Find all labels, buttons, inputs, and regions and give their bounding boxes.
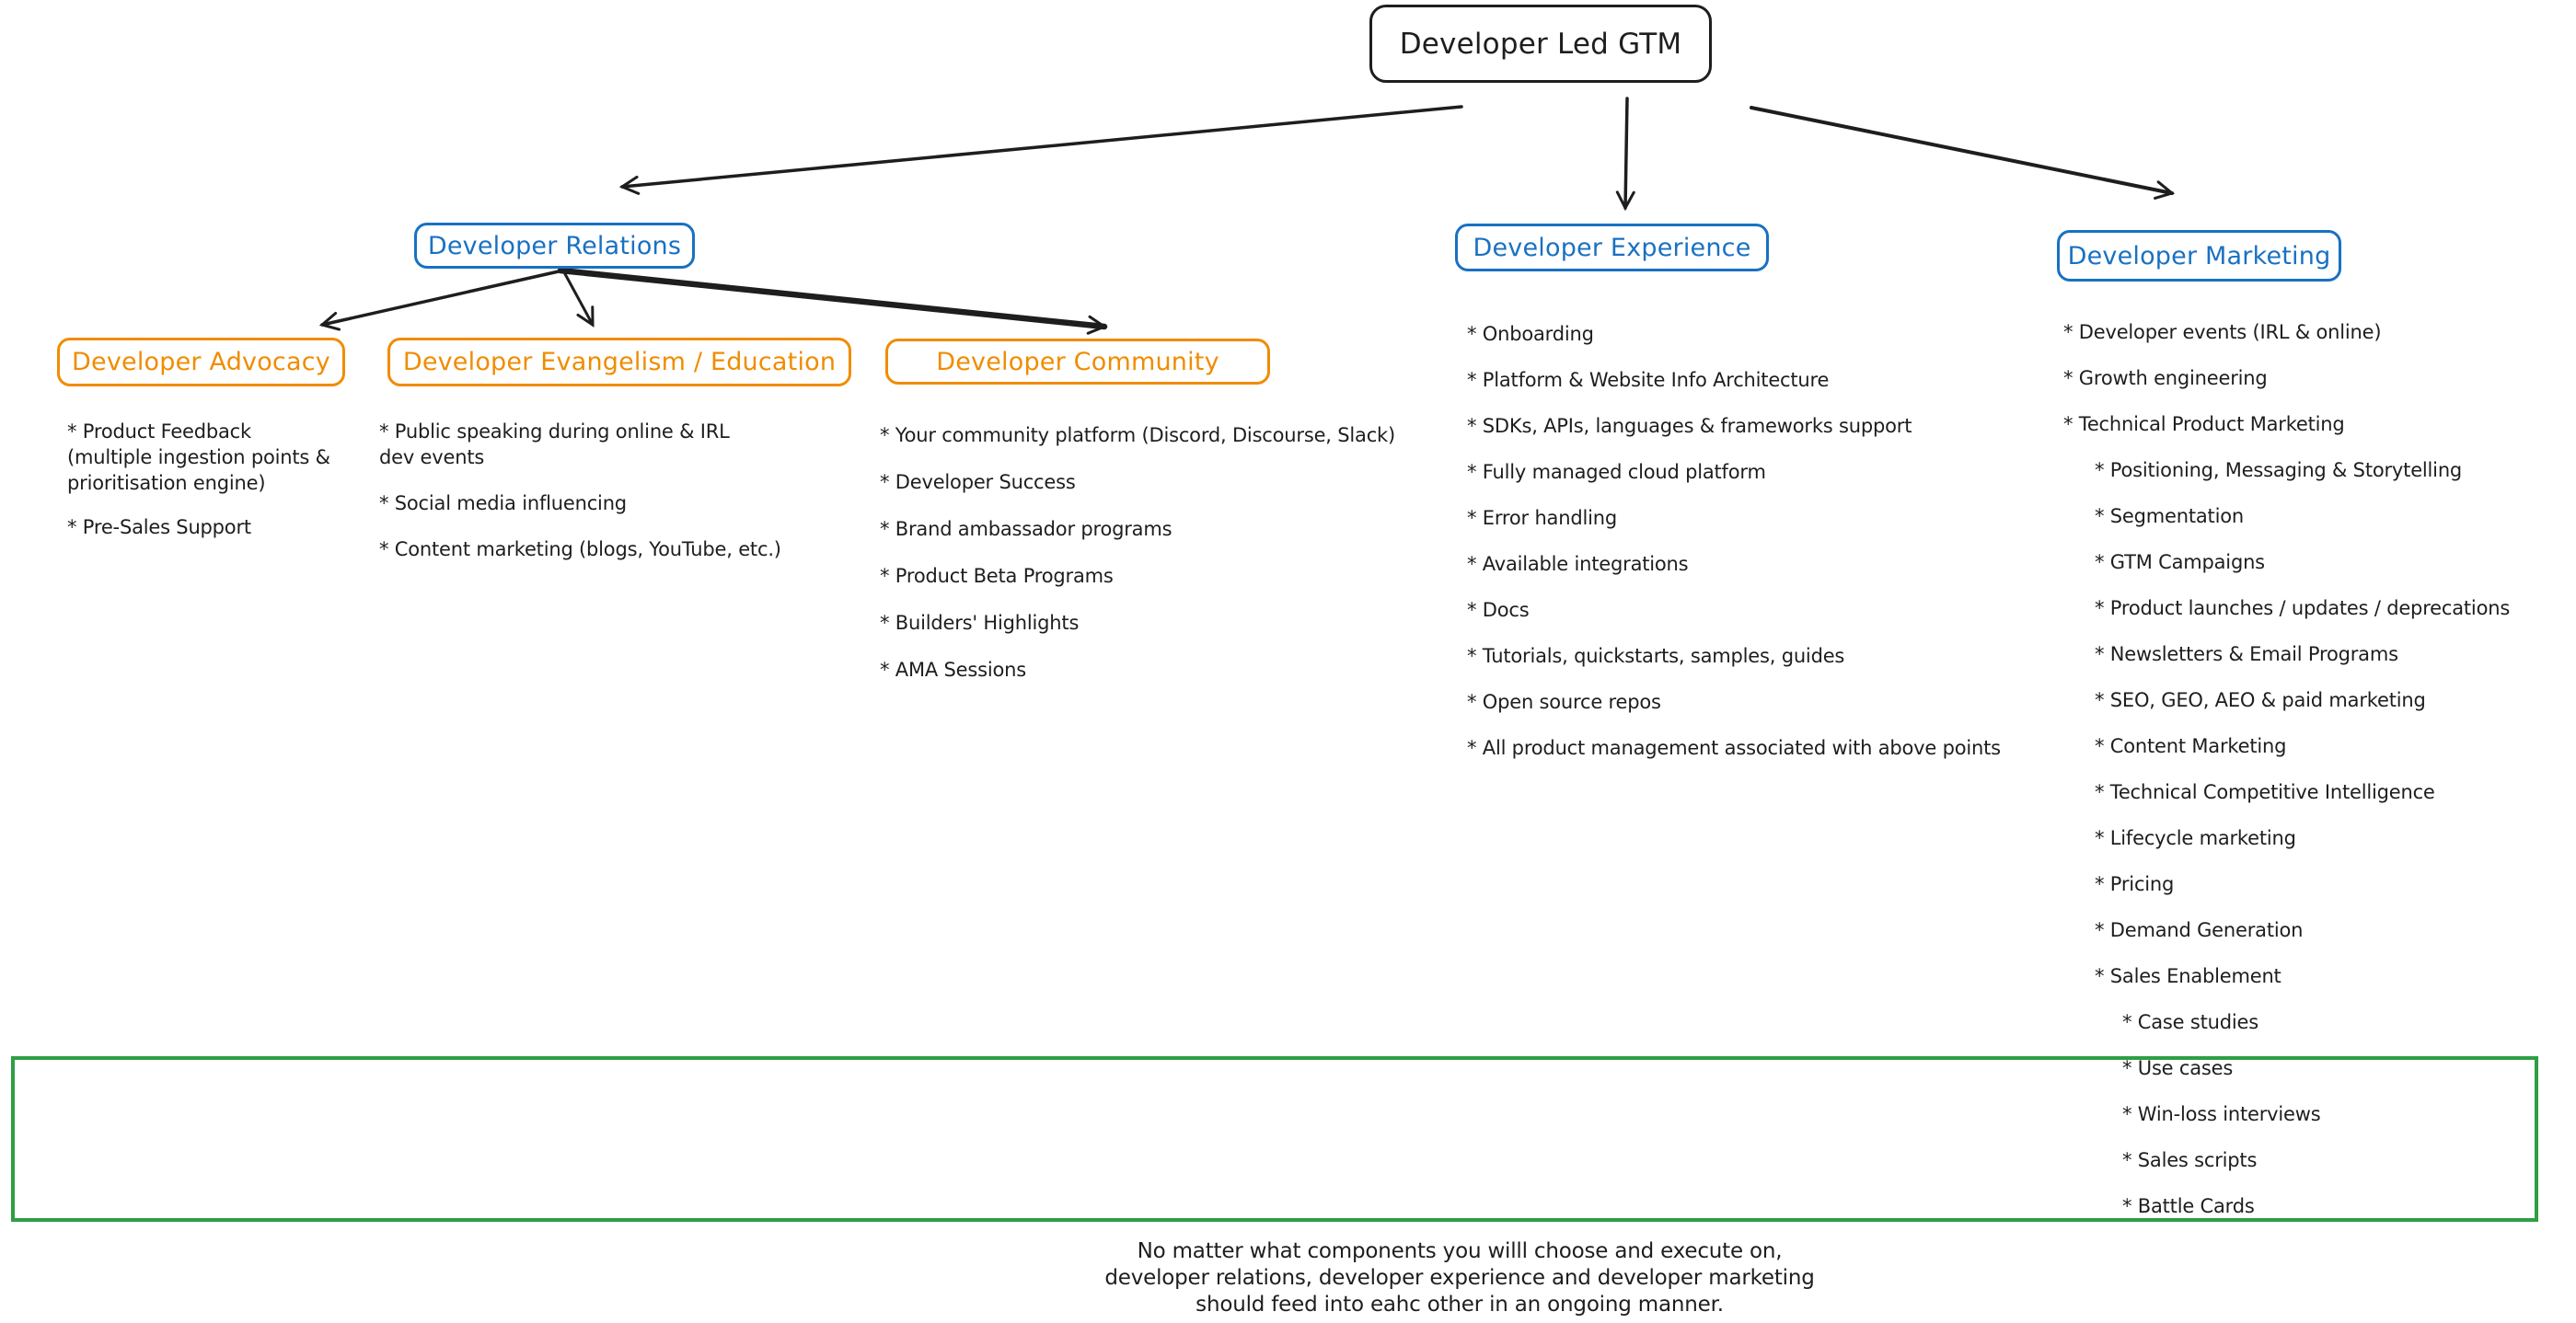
node-developer-community[interactable]: Developer Community xyxy=(885,339,1270,385)
list-item: * Content marketing (blogs, YouTube, etc… xyxy=(379,538,781,560)
list-item: * Technical Product Marketing xyxy=(2063,413,2345,435)
list-item: * Developer events (IRL & online) xyxy=(2063,321,2382,343)
arrow-title-to-marketing xyxy=(1750,106,2176,200)
list-item: * All product management associated with… xyxy=(1467,737,2001,759)
list-item: * SEO, GEO, AEO & paid marketing xyxy=(2095,689,2426,711)
advocacy-list: * Product Feedback (multiple ingestion p… xyxy=(67,419,371,558)
list-item: * Social media influencing xyxy=(379,492,627,514)
list-item: * Sales scripts xyxy=(2122,1149,2258,1171)
list-item: * Product Feedback (multiple ingestion p… xyxy=(67,420,330,494)
node-developer-evangelism[interactable]: Developer Evangelism / Education xyxy=(387,338,851,386)
list-item: * Product launches / updates / deprecati… xyxy=(2095,597,2511,619)
community-list: * Your community platform (Discord, Disc… xyxy=(880,423,1432,705)
list-item: * Fully managed cloud platform xyxy=(1467,461,1766,483)
arrow-relations-to-advocacy xyxy=(318,270,560,331)
list-item: * Content Marketing xyxy=(2095,735,2287,757)
experience-list: * Onboarding * Platform & Website Info A… xyxy=(1467,322,2038,782)
list-item: * Case studies xyxy=(2122,1011,2258,1033)
node-developer-relations[interactable]: Developer Relations xyxy=(414,223,695,269)
green-highlight-frame xyxy=(11,1056,2538,1222)
list-item: * Available integrations xyxy=(1467,553,1689,575)
list-item: * Newsletters & Email Programs xyxy=(2095,643,2398,665)
list-item: * Pre-Sales Support xyxy=(67,516,251,538)
list-item: * Error handling xyxy=(1467,507,1617,529)
list-item: * Onboarding xyxy=(1467,323,1594,345)
node-developer-marketing-label: Developer Marketing xyxy=(2067,241,2331,270)
evangelism-list: * Public speaking during online & IRL de… xyxy=(379,419,849,582)
marketing-list: * Developer events (IRL & online) * Grow… xyxy=(2063,320,2565,1240)
list-item: * Positioning, Messaging & Storytelling xyxy=(2095,459,2463,481)
list-item: * SDKs, APIs, languages & frameworks sup… xyxy=(1467,415,1912,437)
list-item: * Tutorials, quickstarts, samples, guide… xyxy=(1467,645,1845,667)
node-developer-advocacy[interactable]: Developer Advocacy xyxy=(57,338,345,386)
node-developer-marketing[interactable]: Developer Marketing xyxy=(2057,230,2341,282)
list-item: * AMA Sessions xyxy=(880,659,1026,681)
list-item: * Demand Generation xyxy=(2095,919,2304,941)
list-item: * Use cases xyxy=(2122,1057,2234,1079)
node-developer-led-gtm[interactable]: Developer Led GTM xyxy=(1369,5,1712,83)
node-developer-relations-label: Developer Relations xyxy=(427,231,682,260)
list-item: * GTM Campaigns xyxy=(2095,551,2265,573)
list-item: * Brand ambassador programs xyxy=(880,518,1172,540)
list-item: * Your community platform (Discord, Disc… xyxy=(880,424,1395,446)
list-item: * Win-loss interviews xyxy=(2122,1103,2321,1125)
list-item: * Sales Enablement xyxy=(2095,965,2281,987)
list-item: * Segmentation xyxy=(2095,505,2244,527)
node-developer-advocacy-label: Developer Advocacy xyxy=(72,348,330,376)
arrow-title-to-experience xyxy=(1615,97,1635,212)
list-item: * Pricing xyxy=(2095,873,2175,895)
list-item: * Lifecycle marketing xyxy=(2095,827,2296,849)
arrow-relations-to-evangelism xyxy=(562,270,595,328)
arrow-relations-to-community xyxy=(557,267,1108,335)
node-developer-community-label: Developer Community xyxy=(936,347,1219,376)
arrow-title-to-relations xyxy=(618,105,1463,195)
list-item: * Platform & Website Info Architecture xyxy=(1467,369,1830,391)
list-item: * Technical Competitive Intelligence xyxy=(2095,781,2435,803)
footnote-text: No matter what components you willl choo… xyxy=(1104,1239,1815,1317)
node-developer-experience-label: Developer Experience xyxy=(1473,233,1751,262)
list-item: * Builders' Highlights xyxy=(880,612,1080,634)
list-item: * Product Beta Programs xyxy=(880,565,1114,587)
node-developer-evangelism-label: Developer Evangelism / Education xyxy=(402,348,837,376)
list-item: * Open source repos xyxy=(1467,691,1661,713)
list-item: * Battle Cards xyxy=(2122,1195,2255,1217)
list-item: * Docs xyxy=(1467,599,1530,621)
node-developer-experience[interactable]: Developer Experience xyxy=(1455,224,1769,271)
node-developer-led-gtm-label: Developer Led GTM xyxy=(1399,27,1682,61)
list-item: * Public speaking during online & IRL de… xyxy=(379,420,730,468)
list-item: * Developer Success xyxy=(880,471,1076,493)
list-item: * Growth engineering xyxy=(2063,367,2268,389)
